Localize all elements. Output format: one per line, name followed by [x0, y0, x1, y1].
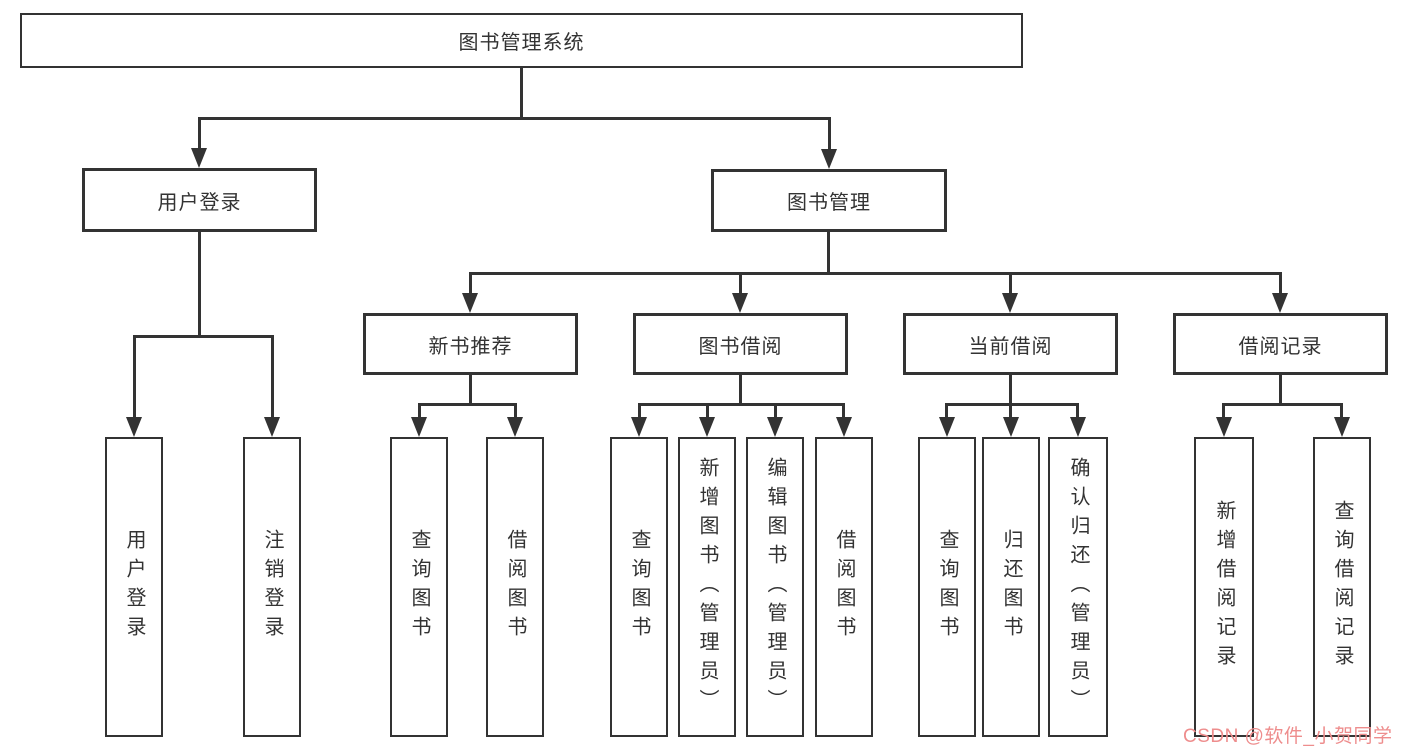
arrow-down-icon — [191, 148, 207, 168]
connector-line — [1009, 373, 1012, 405]
arrow-down-icon — [507, 417, 523, 437]
arrow-down-icon — [732, 293, 748, 313]
node-book-borrowing: 图书借阅 — [633, 313, 848, 375]
node-leaf-add-borrow-record: 新增借阅记录 — [1194, 437, 1254, 737]
connector-line — [198, 117, 201, 153]
arrow-down-icon — [767, 417, 783, 437]
connector-line — [842, 403, 845, 425]
node-leaf-edit-books-admin: 编辑图书（管理员） — [746, 437, 804, 737]
connector-line — [520, 66, 523, 119]
connector-line — [945, 403, 1079, 406]
node-new-book-recommend: 新书推荐 — [363, 313, 578, 375]
arrow-down-icon — [821, 149, 837, 169]
node-leaf-confirm-return-admin: 确认归还（管理员） — [1048, 437, 1108, 737]
connector-line — [1076, 403, 1079, 425]
connector-line — [945, 403, 948, 425]
node-leaf-query-books-recommend: 查询图书 — [390, 437, 448, 737]
connector-line — [1340, 403, 1343, 425]
arrow-down-icon — [1334, 417, 1350, 437]
connector-line — [739, 373, 742, 405]
connector-line — [1222, 403, 1343, 406]
node-leaf-user-login: 用户登录 — [105, 437, 163, 737]
node-leaf-query-books-current: 查询图书 — [918, 437, 976, 737]
arrow-down-icon — [699, 417, 715, 437]
connector-line — [1279, 373, 1282, 405]
connector-line — [198, 117, 831, 120]
connector-line — [418, 403, 517, 406]
connector-line — [469, 272, 472, 298]
node-leaf-query-books-borrowing: 查询图书 — [610, 437, 668, 737]
connector-line — [271, 335, 274, 423]
arrow-down-icon — [264, 417, 280, 437]
connector-line — [706, 403, 709, 425]
arrow-down-icon — [836, 417, 852, 437]
connector-line — [469, 373, 472, 405]
node-leaf-borrow-books-recommend: 借阅图书 — [486, 437, 544, 737]
connector-line — [638, 403, 641, 425]
connector-line — [739, 272, 742, 298]
connector-line — [133, 335, 274, 338]
connector-line — [1009, 272, 1012, 298]
connector-line — [1222, 403, 1225, 425]
node-current-borrowing: 当前借阅 — [903, 313, 1118, 375]
node-root: 图书管理系统 — [20, 13, 1023, 68]
connector-line — [418, 403, 421, 425]
node-leaf-return-books: 归还图书 — [982, 437, 1040, 737]
connector-line — [828, 117, 831, 153]
arrow-down-icon — [1216, 417, 1232, 437]
node-leaf-logout: 注销登录 — [243, 437, 301, 737]
arrow-down-icon — [631, 417, 647, 437]
connector-line — [1279, 272, 1282, 298]
node-book-management: 图书管理 — [711, 169, 947, 232]
arrow-down-icon — [411, 417, 427, 437]
node-leaf-query-borrow-record: 查询借阅记录 — [1313, 437, 1371, 737]
watermark: CSDN @软件_小贺同学 — [1183, 726, 1393, 747]
node-leaf-borrow-books: 借阅图书 — [815, 437, 873, 737]
arrow-down-icon — [1070, 417, 1086, 437]
connector-line — [638, 403, 845, 406]
connector-line — [514, 403, 517, 425]
arrow-down-icon — [1002, 293, 1018, 313]
connector-line — [133, 335, 136, 423]
arrow-down-icon — [462, 293, 478, 313]
connector-line — [1009, 403, 1012, 425]
connector-line — [827, 230, 830, 274]
node-borrowing-records: 借阅记录 — [1173, 313, 1388, 375]
connector-line — [469, 272, 1282, 275]
node-leaf-add-books-admin: 新增图书（管理员） — [678, 437, 736, 737]
arrow-down-icon — [939, 417, 955, 437]
arrow-down-icon — [1272, 293, 1288, 313]
arrow-down-icon — [1003, 417, 1019, 437]
connector-line — [774, 403, 777, 425]
connector-line — [198, 230, 201, 337]
node-user-login: 用户登录 — [82, 168, 317, 232]
arrow-down-icon — [126, 417, 142, 437]
